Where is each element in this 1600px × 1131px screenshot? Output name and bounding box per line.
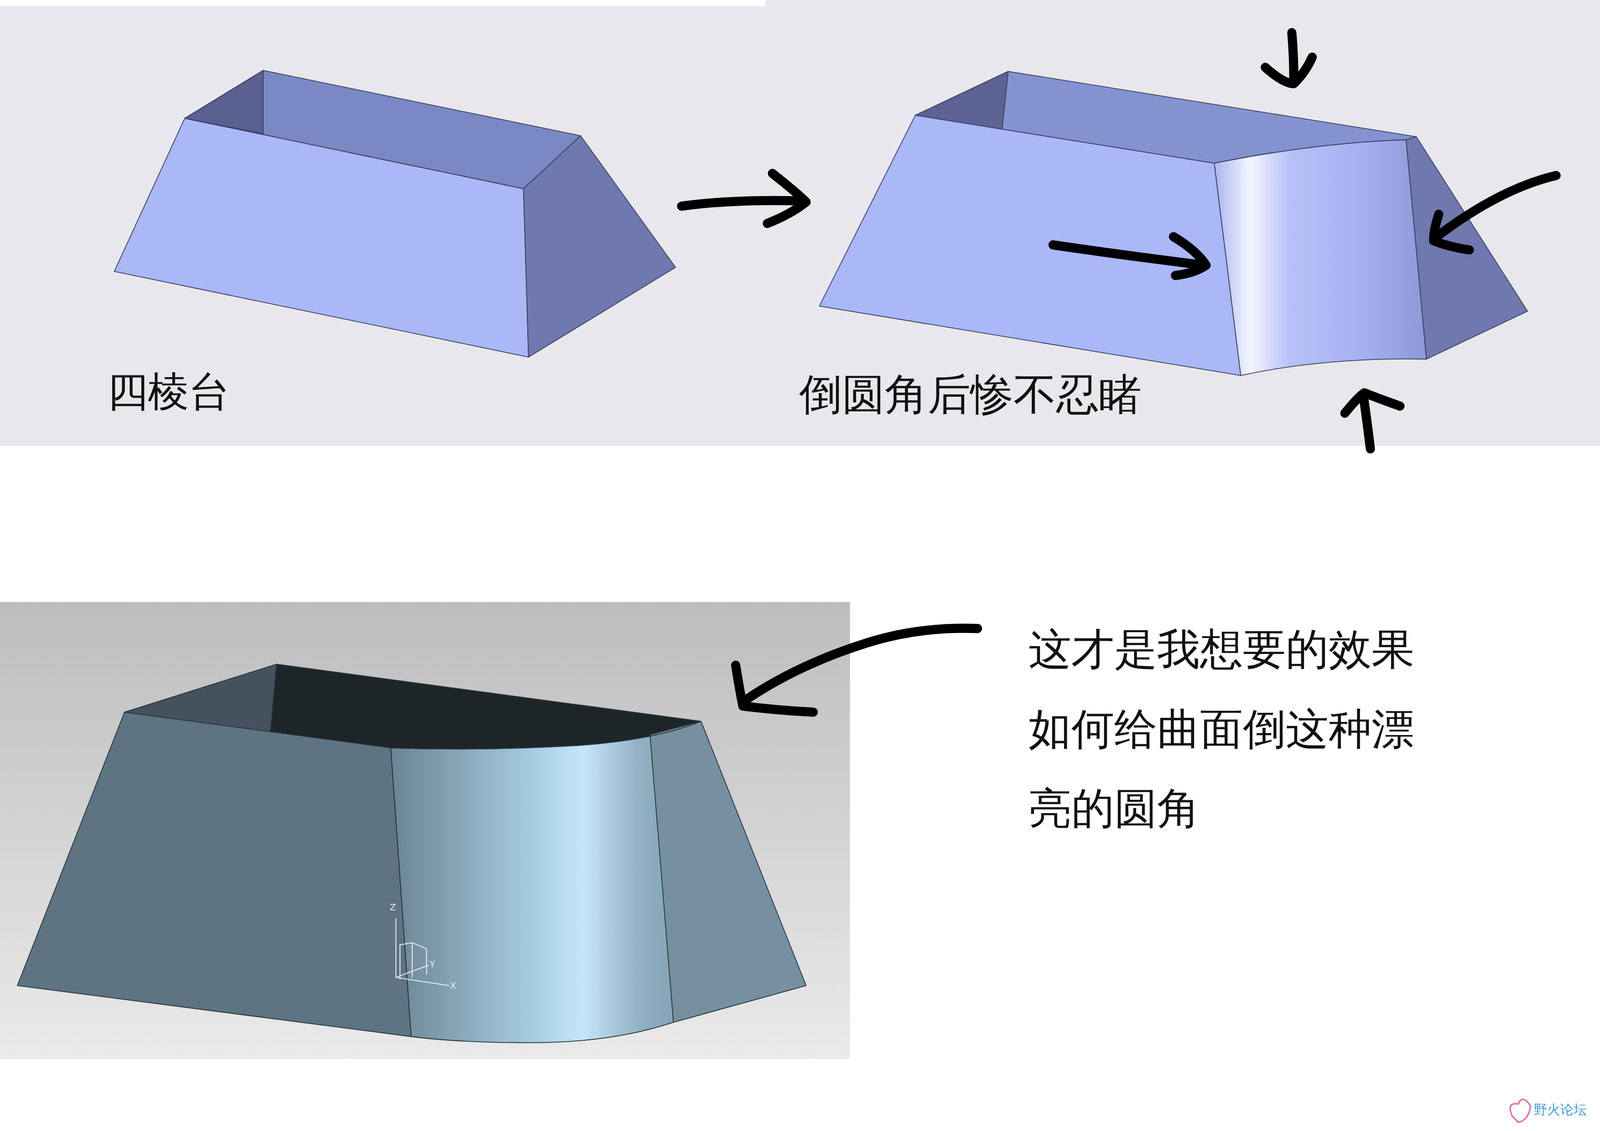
top-panel — [0, 0, 1600, 447]
axis-label: Z — [389, 902, 397, 914]
white-strip — [0, 0, 766, 6]
watermark-logo — [1510, 1099, 1531, 1123]
axis-triad — [395, 918, 449, 986]
axis-label: Y — [429, 959, 436, 971]
figure-caption: 倒圆角后惨不忍睹 — [799, 369, 1143, 421]
watermark: 野火论坛 — [1533, 1101, 1587, 1118]
good-fillet-shell — [17, 664, 806, 1043]
frustum — [114, 70, 676, 358]
axis-label: X — [450, 980, 457, 992]
bad-fillet-shell — [819, 71, 1528, 376]
bottom-panel — [0, 602, 851, 1060]
question-note: 这才是我想要的效果 如何给曲面倒这种漂 亮的圆角 — [1028, 610, 1423, 850]
figure-caption: 四棱台 — [107, 367, 230, 416]
hand-arrows — [681, 32, 1556, 713]
